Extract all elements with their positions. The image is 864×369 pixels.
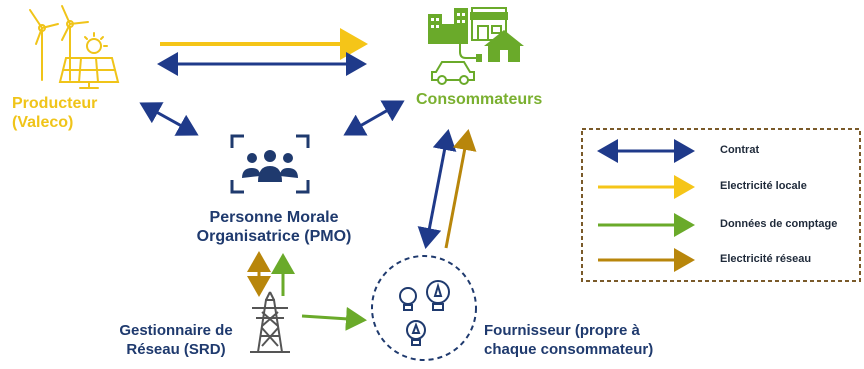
pmo-label-line1: Personne Morale	[209, 209, 339, 226]
arrow-donnees-srd-fourn	[301, 306, 367, 331]
producteur-label-line2: (Valeco)	[12, 114, 74, 131]
wind-solar-icon	[29, 5, 120, 89]
arrow-contrat-pmo-cons	[343, 100, 405, 136]
pmo-label: Personne Morale Organisatrice (PMO)	[186, 208, 362, 246]
consommateurs-label: Consommateurs	[416, 91, 543, 108]
srd-label-line1: Gestionnaire de	[119, 322, 233, 339]
pmo-label-line2: Organisatrice (PMO)	[196, 228, 352, 245]
fournisseur-label: Fournisseur (propre à chaque consommateu…	[484, 321, 653, 359]
legend-box	[581, 128, 861, 282]
arrow-contrat-cons-fourn	[417, 129, 457, 249]
people-group-fill	[242, 150, 298, 182]
fournisseur-label-line2: chaque consommateur)	[484, 341, 654, 358]
srd-label-line2: Réseau (SRD)	[126, 341, 226, 358]
arrow-electricite-reseau-fourn-cons	[444, 129, 477, 249]
fournisseur-label-line1: Fournisseur (propre à	[484, 322, 640, 339]
legend-label-donnees-comptage: Données de comptage	[720, 218, 838, 230]
legend-label-electricite-reseau: Electricité réseau	[720, 253, 812, 265]
lightbulbs-icon	[399, 280, 450, 346]
arrow-contrat-prod-pmo	[139, 102, 199, 136]
legend-label-contrat: Contrat	[720, 144, 760, 156]
producteur-label: Producteur (Valeco)	[12, 94, 97, 132]
legend-label-electricite-locale: Electricité locale	[720, 180, 807, 192]
pylon-icon	[250, 291, 290, 353]
people-group-icon	[230, 134, 310, 194]
city-house-car-icon	[428, 7, 524, 85]
producteur-label-line1: Producteur	[12, 95, 98, 112]
fournisseur-circle	[371, 255, 477, 361]
srd-label: Gestionnaire de Réseau (SRD)	[106, 321, 246, 359]
